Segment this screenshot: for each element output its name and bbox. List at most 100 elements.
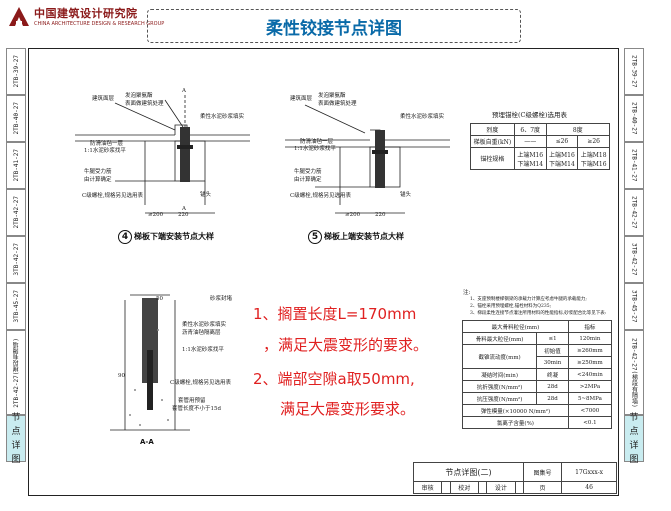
table-cell: 6、7度 [513,123,547,136]
table-cell [514,481,524,494]
aa-label-sleeve-length: 套管长度不小于15d [172,406,222,412]
section-aa-drawing [110,294,190,431]
left-tab-2tb-42-27-partition[interactable]: 2TB-42-27(梯段有隔墙) [6,330,26,415]
table-cell: 梯板自重(kN) [470,135,515,148]
d4-label-mortar: 柔性水泥砂浆填实 [200,114,245,120]
aa-dim-90: 90 [118,373,125,379]
d5-label-felt: 防滑油毡一层 [300,139,334,145]
table-cell: 抗折强度(N/mm²) [461,380,538,393]
d5-dim-220: 220 [375,212,386,218]
d4-label-felt: 防滑油毡一层 [90,141,124,147]
left-tab-2tb-42-27[interactable]: 2TB-42-27 [6,189,26,236]
table-cell: 28d [536,380,569,393]
d4-label-surface: 表面做建筑处理 [125,101,164,107]
table-cell: >2MPa [567,380,613,393]
title-block-page-label: 页 [522,481,563,494]
left-tab-node-details[interactable]: 节点详图 [6,413,26,465]
table-cell: 120min [567,332,613,345]
d5-label-bolt: C级螺栓,规格另见选用表 [290,193,351,199]
aa-label-mortar: 柔性水泥砂浆填实 [182,322,227,328]
d4-dim-220: 220 [178,212,189,218]
table-cell: <240min [567,368,613,381]
table-row: 审核 校对 设计 页 46 [412,481,617,494]
right-tab-2tb-41-27[interactable]: 2TB-41-27 [624,142,644,189]
left-tab-3tb-45-27[interactable]: 3TB-45-27 [6,283,26,330]
d5-label-finish: 建筑面层 [290,96,313,102]
right-tab-node-details[interactable]: 节点详图 [624,413,644,465]
table-cell: 骨料最大粒径(mm) [461,332,538,345]
left-tab-2tb-41-27[interactable]: 2TB-41-27 [6,142,26,189]
table-row: 梯板自重(kN) —— ≤26 ≥26 [470,135,610,148]
table-cell: 抗压强度(N/mm²) [461,392,538,405]
red-note-2: ，满足大震变形的要求。 [263,336,429,354]
right-tab-2tb-42-27[interactable]: 2TB-42-27 [624,189,644,236]
table-cell: 锚栓规格 [470,147,515,170]
note-line-3: 3、梯段柔性连接节点灌注所用材料的性能指标,砂浆配合比等见下表: [470,311,607,316]
table-row: 烈度 6、7度 8度 [470,123,611,136]
header: 中国建筑设计研究院 CHINA ARCHITECTURE DESIGN & RE… [0,0,671,44]
left-tab-3tb-42-27[interactable]: 3TB-42-27 [6,236,26,283]
table-cell: 凝结时间(min) [461,368,538,381]
table-cell: 终凝 [536,368,569,381]
table-cell: ≤26 [545,135,579,148]
detail-4-number: 4 [118,230,132,244]
d4-label-finish: 建筑面层 [92,96,115,102]
d5-label-surface: 表面做建筑处理 [318,101,357,107]
anchor-table-title: 预埋锚栓(C级螺栓)选用表 [492,111,568,119]
company-name-english: CHINA ARCHITECTURE DESIGN & RESEARCH GRO… [34,21,165,27]
left-tab-2tb-39-27[interactable]: 2TB-39-27 [6,48,26,95]
table-row: 弹性模量(×10000 N/mm²)<7000 [462,404,613,417]
table-cell: 28d [536,392,569,405]
anchor-table: 烈度 6、7度 8度 梯板自重(kN) —— ≤26 ≥26 锚栓规格 上端M1… [470,123,611,170]
title-block-review: 审核 [412,481,443,494]
note-line-1: 1、支座预制楼梯钢梁的承载力计算应考虑牛腿的承载能力; [470,297,587,302]
d4-label-corbel: 牛腿受力筋 [84,169,112,175]
aa-label-bolt: C级螺栓,规格另见选用表 [170,380,231,386]
aa-label-leveling: 1:1水泥砂浆找平 [182,347,224,353]
table-header-cell: 指标 [567,320,613,333]
d5-label-leveling: 1:1水泥砂浆找平 [294,146,336,152]
right-tab-3tb-45-27[interactable]: 3TB-45-27 [624,283,644,330]
aa-dim-50: 50 [156,296,163,302]
left-tab-2tb-40-27[interactable]: 2TB-40-27 [6,95,26,142]
right-tab-2tb-40-27[interactable]: 2TB-40-27 [624,95,644,142]
detail-5-drawing [285,104,450,214]
table-cell: 烈度 [470,123,515,136]
red-note-1: 1、搁置长度L=170mm [253,305,417,323]
table-cell: 5~8MPa [567,392,613,405]
d5-label-calc: 由计算确定 [294,177,322,183]
table-cell: <0.1 [567,416,613,429]
table-cell: 氯离子含量(%) [462,416,569,429]
table-row: 截锥流动度(mm)初始值≥260mm [461,344,613,369]
table-row: 最大骨料粒径(mm) 指标 [462,320,613,333]
note-line-2: 2、锚栓采用预埋螺栓,锚栓材料为Q235; [470,304,552,309]
d4-label-leveling: 1:1水泥砂浆找平 [84,148,126,154]
right-tab-2tb-42-27-partition[interactable]: 2TB-42-27(梯段有隔墙) [624,330,644,415]
d4-dim-a-bottom: A [182,206,186,212]
title-block-atlas-value: 17Gxxx-x [561,462,617,482]
right-tab-3tb-42-27[interactable]: 3TB-42-27 [624,236,644,283]
title-block-check: 校对 [449,481,479,494]
title-block-atlas-label: 图集号 [522,462,563,482]
right-tab-2tb-39-27[interactable]: 2TB-39-27 [624,48,644,95]
title-block: 节点详图(二) 图集号 17Gxxx-x 审核 校对 设计 页 46 [412,462,617,494]
d5-label-foam: 发泡聚氨酯 [318,93,346,99]
d4-dim-200: ≥200 [148,212,164,218]
d4-label-bolt: C级螺栓,规格另见选用表 [82,193,143,199]
red-note-4: 满足大震变形要求。 [280,400,416,418]
table-cell: 初始值 [536,344,569,357]
section-aa-caption: A-A [140,438,154,446]
table-cell [441,481,451,494]
title-block-page-value: 46 [561,481,617,494]
red-note-3: 2、端部空隙a取50mm, [253,370,415,388]
notes-header: 注: [463,290,471,296]
d5-dim-200: ≥200 [345,212,361,218]
detail-5-title: 梯板上端安装节点大样 [324,232,404,241]
table-cell: ≥250mm [567,356,613,369]
d5-label-mortar: 柔性水泥砂浆填实 [400,114,445,120]
table-row: 氯离子含量(%)<0.1 [462,416,613,429]
d4-label-calc: 由计算确定 [84,177,112,183]
